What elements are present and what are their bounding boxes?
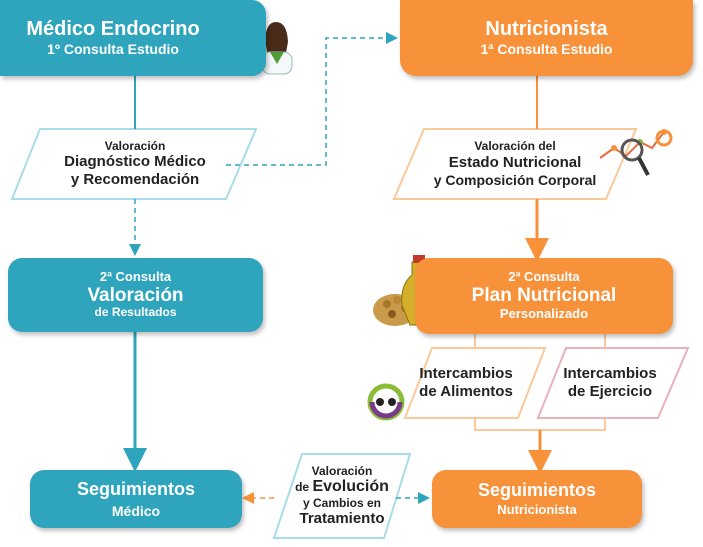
val-evol-line4: Tratamiento [299, 510, 385, 528]
nutri-title: Nutricionista [485, 18, 608, 41]
val-diag-line1: Valoración [104, 138, 166, 153]
seg-nut-line1: Seguimientos [477, 480, 597, 501]
val-estado-outline [392, 128, 638, 200]
analysis-chart-icon [599, 129, 673, 176]
val-evol-line2b: Evolución [312, 478, 389, 496]
intercambios-ejercicio: Intercambios de Ejercicio [548, 348, 672, 418]
int-alim-line1: Intercambios [419, 365, 513, 382]
seg-med-line1: Seguimientos [76, 479, 196, 500]
val-diag-line2: Diagnóstico Médico [64, 153, 206, 171]
val-evol-line2: de Evolución [295, 478, 389, 496]
plan-line2: Plan Nutricional [471, 285, 617, 307]
val-diag-outline [10, 128, 258, 200]
consulta-val-line3: de Resultados [94, 305, 177, 320]
valoracion-estado: Valoración del Estado Nutricional y Comp… [410, 129, 620, 199]
nutricionista-box: Nutricionista 1ª Consulta Estudio [400, 0, 693, 76]
intercambios-alimentos: Intercambios de Alimentos [410, 348, 522, 418]
int-ejer-line1: Intercambios [563, 365, 657, 382]
val-estado-line2: Estado Nutricional [448, 153, 582, 171]
val-evol-outline [272, 453, 412, 539]
val-evol-line1: Valoración [311, 463, 373, 478]
int-ejer-line2: de Ejercicio [567, 383, 653, 400]
medico-subtitle: 1º Consulta Estudio [47, 41, 179, 58]
int-ejer-outline [536, 347, 690, 419]
consulta-valoracion-box: 2ª Consulta Valoración de Resultados [8, 258, 263, 332]
seguimientos-medico-box: Seguimientos Médico [30, 470, 242, 528]
nutri-subtitle: 1ª Consulta Estudio [480, 41, 613, 58]
medico-endocrino-box: Médico Endocrino 1º Consulta Estudio [0, 0, 266, 76]
val-diag-line3: y Recomendación [70, 171, 200, 189]
valoracion-evolucion: Valoración de Evolución y Cambios en Tra… [284, 454, 400, 538]
seguimientos-nutricionista-box: Seguimientos Nutricionista [432, 470, 642, 528]
val-estado-line3: y Composición Corporal [433, 171, 597, 188]
consulta-val-line1: 2ª Consulta [99, 268, 172, 284]
val-evol-line2a: de [295, 480, 313, 495]
recycle-food-icon [367, 383, 405, 421]
consulta-val-line2: Valoración [87, 284, 184, 306]
int-alim-line2: de Alimentos [419, 383, 513, 400]
plan-line1: 2ª Consulta [508, 269, 580, 285]
plan-line3: Personalizado [499, 305, 589, 321]
seg-med-line2: Médico [111, 502, 161, 519]
int-alim-outline [403, 347, 547, 419]
val-evol-line3: y Cambios en [302, 495, 382, 510]
medico-title: Médico Endocrino [26, 18, 200, 41]
plan-nutricional-box: 2ª Consulta Plan Nutricional Personaliza… [415, 258, 673, 334]
valoracion-diagnostico: Valoración Diagnóstico Médico y Recomend… [40, 129, 230, 199]
seg-nut-line2: Nutricionista [497, 501, 577, 517]
val-estado-line1: Valoración del [474, 139, 556, 154]
